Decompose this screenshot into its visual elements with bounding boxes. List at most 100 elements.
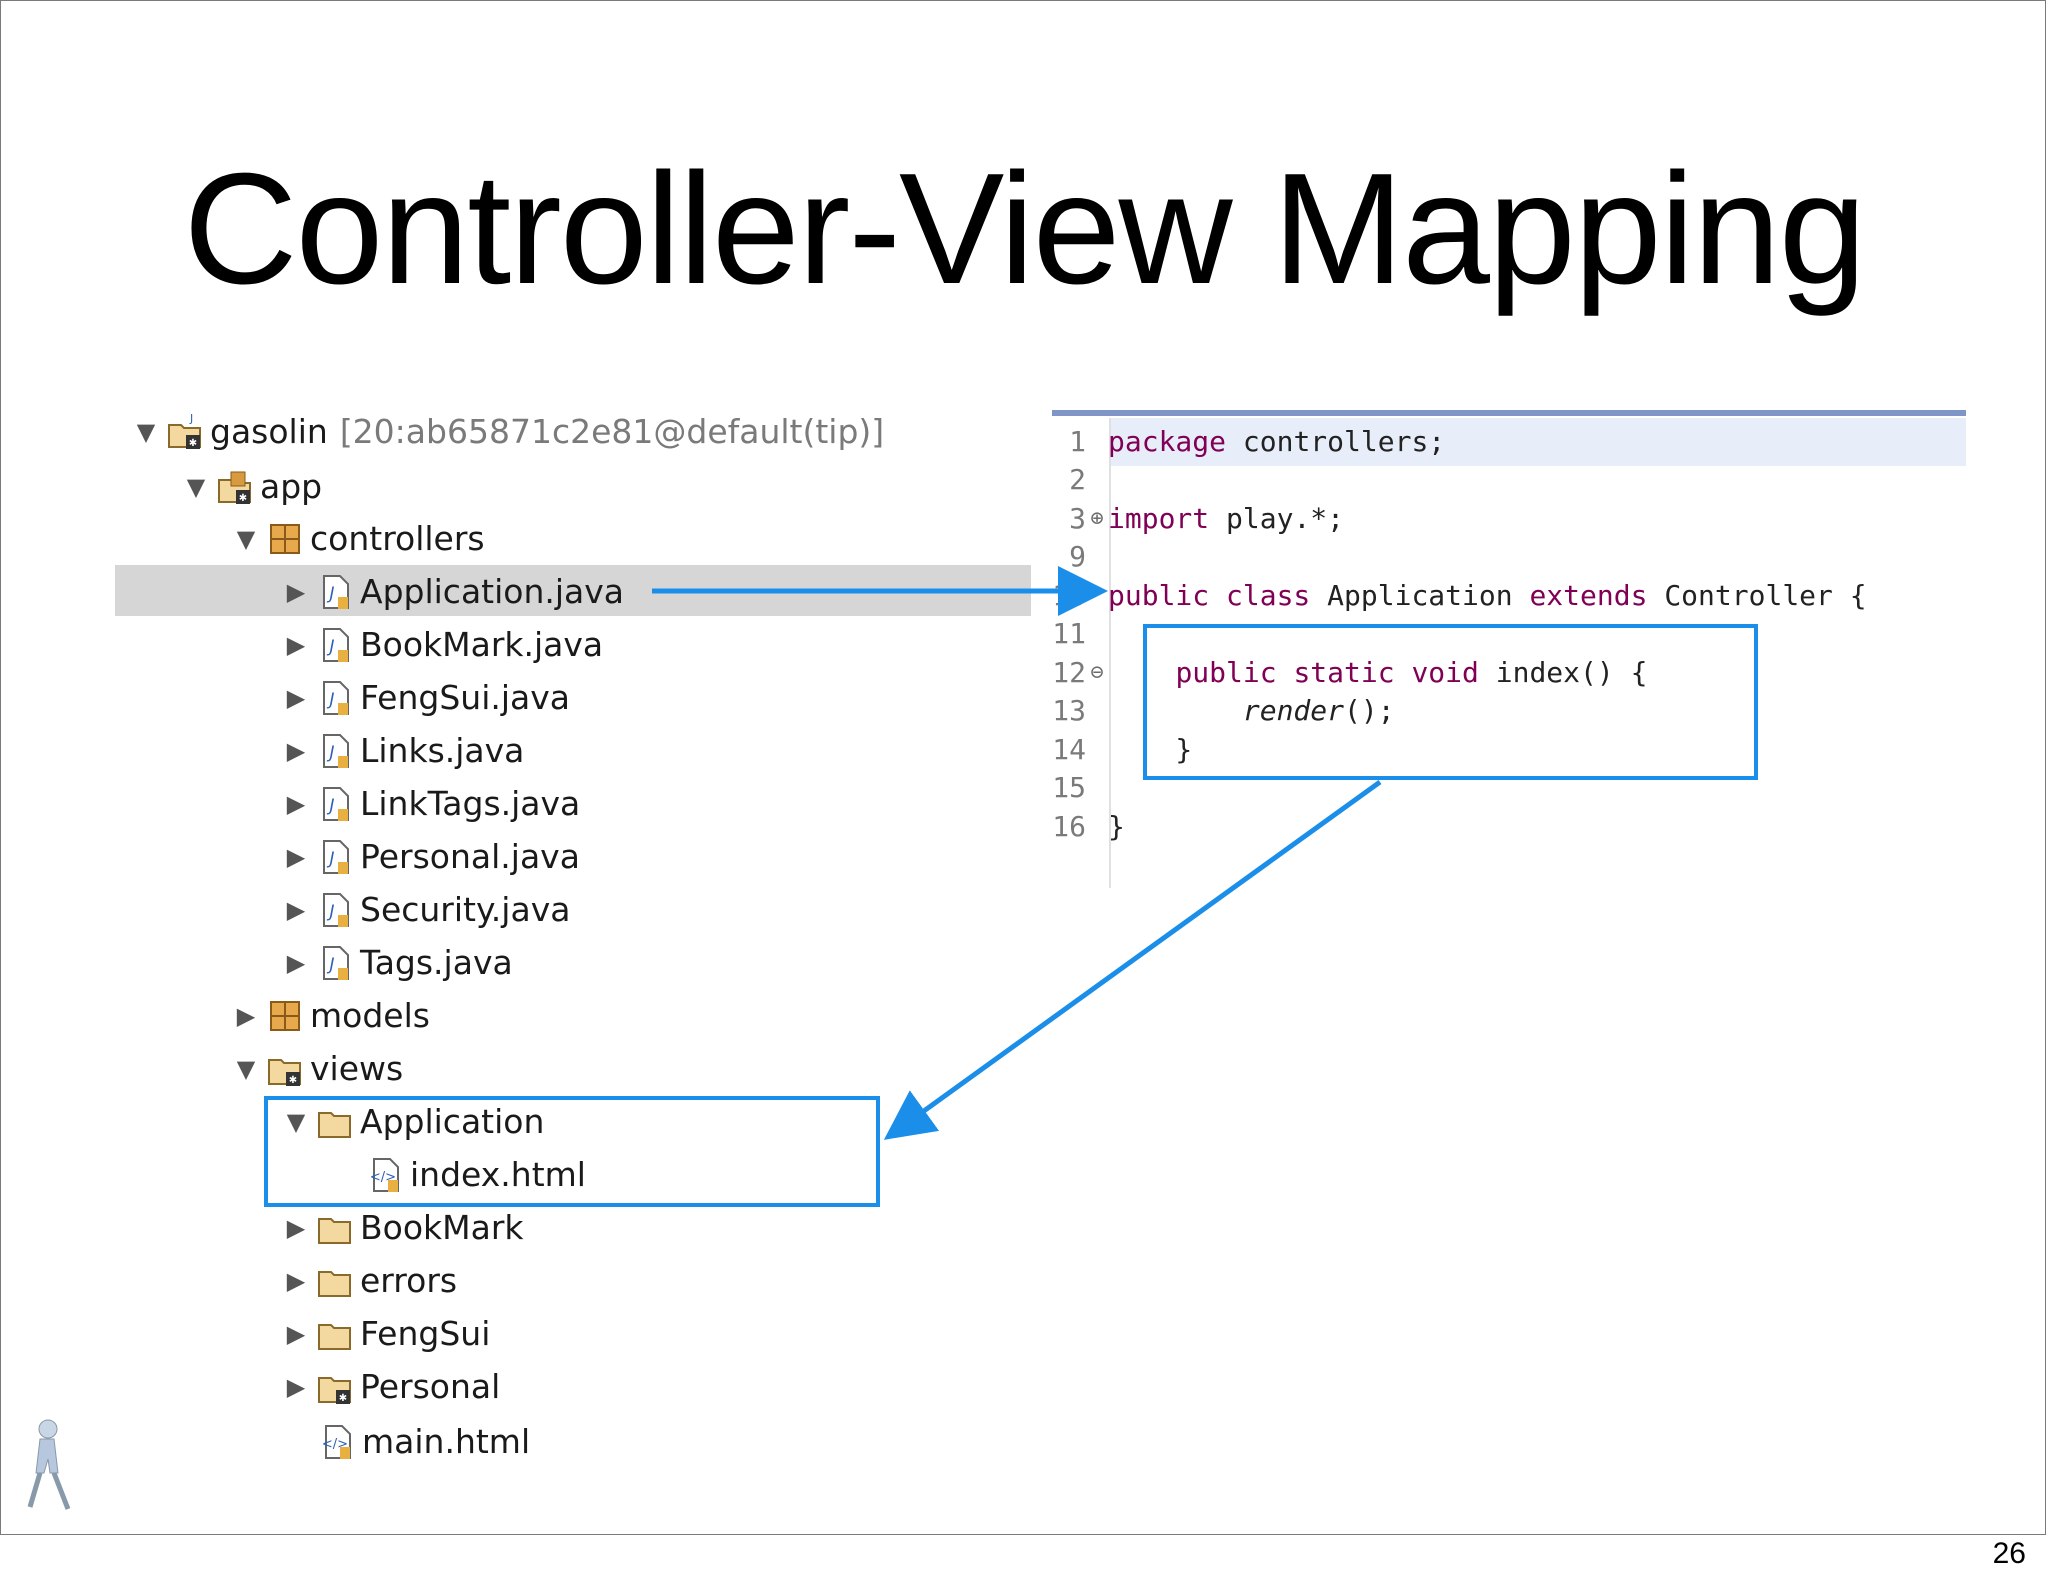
tree-item-view-folder[interactable]: ▶BookMark (282, 1201, 524, 1254)
tree-item-controller-file[interactable]: ▶ J FengSui.java (282, 671, 570, 724)
collapsed-triangle-icon[interactable]: ▶ (286, 789, 306, 818)
html-file-icon: </> (318, 1423, 356, 1461)
folder-icon (316, 1209, 354, 1247)
java-file-icon: J (316, 626, 354, 664)
svg-text:✱: ✱ (339, 1393, 347, 1404)
tree-item-view-folder[interactable]: ▶ FengSui (282, 1307, 491, 1360)
tree-item-label: FengSui (360, 1314, 491, 1353)
java-file-icon: J (316, 838, 354, 876)
svg-text:J: J (326, 902, 334, 922)
editor-top-bar (1052, 410, 1966, 416)
svg-text:J: J (326, 690, 334, 710)
collapsed-triangle-icon[interactable]: ▶ (286, 842, 306, 871)
tree-item-label: Personal.java (360, 837, 580, 876)
svg-text:J: J (326, 743, 334, 763)
tree-item-label: controllers (310, 519, 485, 558)
tree-item-label: Personal (360, 1367, 501, 1406)
folder-icon: ✱ (316, 1368, 354, 1406)
tree-item-app[interactable]: ▼ ✱ app (182, 460, 322, 513)
code-line[interactable]: 2 (1052, 461, 1108, 499)
expanded-triangle-icon[interactable]: ▼ (236, 1054, 256, 1083)
code-line[interactable]: 3⊕import play.*; (1052, 499, 1344, 537)
tree-item-label: errors (360, 1261, 458, 1300)
folder-icon (316, 1262, 354, 1300)
play-framework-logo (14, 1415, 84, 1515)
svg-text:J: J (326, 796, 334, 816)
package-icon (266, 997, 304, 1035)
line-number: 3 (1069, 501, 1086, 535)
code-token: } (1108, 732, 1193, 766)
folder-icon (316, 1103, 354, 1141)
fold-toggle-icon[interactable]: ⊕ (1090, 505, 1104, 531)
code-line[interactable]: 12⊖ public static void index() { (1052, 653, 1647, 691)
gutter-divider (1109, 418, 1111, 888)
code-token: public class (1108, 578, 1311, 612)
code-token: import (1108, 501, 1210, 535)
collapsed-triangle-icon[interactable]: ▶ (286, 948, 306, 977)
java-file-icon: J (316, 679, 354, 717)
folder-icon (316, 1315, 354, 1353)
svg-text:J: J (326, 584, 334, 604)
tree-item-label: main.html (362, 1422, 531, 1461)
code-line[interactable]: 13 render(); (1052, 692, 1394, 730)
collapsed-triangle-icon[interactable]: ▶ (286, 1372, 306, 1401)
expanded-triangle-icon[interactable]: ▼ (186, 472, 206, 501)
svg-text:J: J (189, 413, 193, 425)
tree-item-gasolin[interactable]: ▼ ✱J gasolin [20:ab65871c2e81@default(ti… (132, 405, 884, 458)
page-number: 26 (1992, 1537, 2026, 1570)
expanded-triangle-icon[interactable]: ▼ (136, 417, 156, 446)
tree-item-models[interactable]: ▶ models (232, 989, 430, 1042)
tree-item-controller-file[interactable]: ▶ J Application.java (282, 565, 624, 618)
revision-label: [20:ab65871c2e81@default(tip)] (339, 412, 885, 451)
tree-item-index-html[interactable]: </> index.html (366, 1148, 586, 1201)
fold-toggle-icon[interactable]: ⊖ (1090, 659, 1104, 685)
code-line[interactable]: 11 (1052, 615, 1108, 653)
source-folder-icon: ✱ (216, 468, 254, 506)
collapsed-triangle-icon[interactable]: ▶ (286, 1213, 306, 1242)
collapsed-triangle-icon[interactable]: ▶ (236, 1001, 256, 1030)
collapsed-triangle-icon[interactable]: ▶ (286, 736, 306, 765)
code-line[interactable]: 9 (1052, 538, 1108, 576)
tree-item-controller-file[interactable]: ▶ J Links.java (282, 724, 525, 777)
tree-item-label: BookMark.java (360, 625, 604, 664)
collapsed-triangle-icon[interactable]: ▶ (286, 577, 306, 606)
code-token: public static void (1175, 655, 1479, 689)
tree-item-controllers[interactable]: ▼ controllers (232, 512, 485, 565)
tree-item-views-application[interactable]: ▼ Application (282, 1095, 545, 1148)
code-line[interactable]: 16} (1052, 807, 1125, 845)
svg-text:✱: ✱ (189, 438, 197, 449)
expanded-triangle-icon[interactable]: ▼ (286, 1107, 306, 1136)
svg-text:✱: ✱ (289, 1075, 297, 1086)
collapsed-triangle-icon[interactable]: ▶ (286, 895, 306, 924)
tree-item-views[interactable]: ▼ ✱ views (232, 1042, 403, 1095)
tree-item-label: Application.java (360, 572, 625, 611)
tree-item-label: Links.java (360, 731, 525, 770)
tree-item-label: FengSui.java (360, 678, 571, 717)
tree-item-main-html[interactable]: </> main.html (318, 1415, 530, 1468)
project-icon: ✱J (166, 413, 204, 451)
collapsed-triangle-icon[interactable]: ▶ (286, 683, 306, 712)
index-method-highlight-box (1143, 624, 1758, 780)
code-line[interactable]: 14 } (1052, 730, 1192, 768)
tree-item-view-folder[interactable]: ▶ errors (282, 1254, 457, 1307)
java-file-icon: J (316, 732, 354, 770)
code-token: extends (1529, 578, 1648, 612)
collapsed-triangle-icon[interactable]: ▶ (286, 630, 306, 659)
line-number: 1 (1069, 424, 1086, 458)
code-line[interactable]: 15 (1052, 769, 1108, 807)
collapsed-triangle-icon[interactable]: ▶ (286, 1266, 306, 1295)
expanded-triangle-icon[interactable]: ▼ (236, 524, 256, 553)
collapsed-triangle-icon[interactable]: ▶ (286, 1319, 306, 1348)
line-number: 13 (1052, 694, 1086, 727)
tree-item-view-folder[interactable]: ▶ ✱ Personal (282, 1360, 501, 1413)
tree-item-label: Tags.java (360, 943, 513, 982)
